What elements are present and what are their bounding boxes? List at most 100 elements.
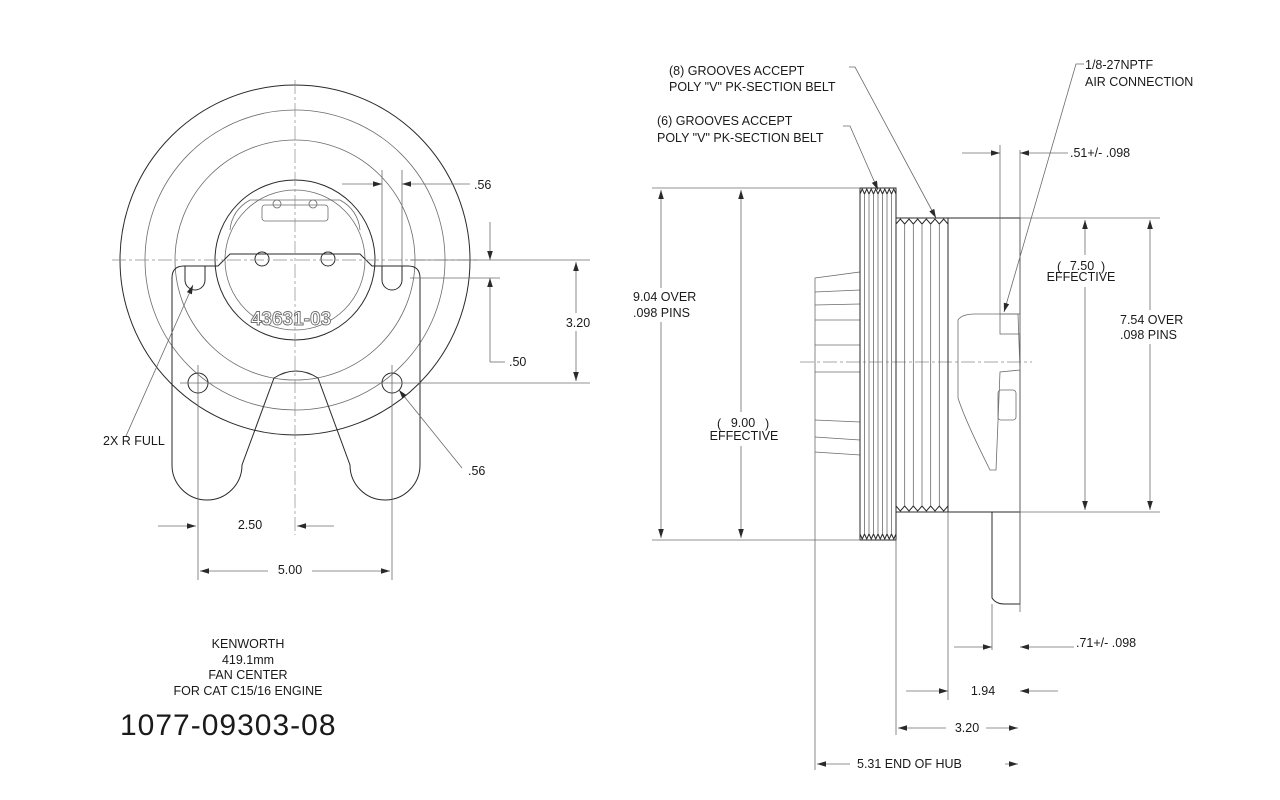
groove-tooth xyxy=(877,187,883,195)
dim-right-eff-label: EFFECTIVE xyxy=(1047,270,1116,284)
callout-six-grooves-line2: POLY "V" PK-SECTION BELT xyxy=(657,131,824,145)
dim-right-over-line2: .098 PINS xyxy=(1120,328,1177,342)
title-block: KENWORTH 419.1mm FAN CENTER FOR CAT C15/… xyxy=(120,637,337,742)
dim-slot-depth: .50 xyxy=(509,355,526,369)
dim-width-mask xyxy=(268,561,312,579)
groove-tooth xyxy=(938,505,949,512)
groove-tooth xyxy=(864,187,870,195)
callout-air-line2: AIR CONNECTION xyxy=(1085,75,1193,89)
pulley-eight-grooves xyxy=(859,187,897,541)
groove-tooth xyxy=(886,187,892,195)
groove-tooth xyxy=(891,187,897,195)
groove-tooth xyxy=(895,505,906,512)
groove-tooth xyxy=(938,218,949,225)
groove-tooth xyxy=(930,505,940,512)
groove-tooth xyxy=(930,218,940,225)
groove-tooth xyxy=(904,218,914,225)
callout-eight-grooves-line1: (8) GROOVES ACCEPT xyxy=(669,64,805,78)
title-line-size: 419.1mm xyxy=(222,653,274,667)
dim-hub-width-mask xyxy=(946,719,986,737)
dim-right-eff-paren-open: ( xyxy=(1057,260,1062,274)
dim-left-eff-mask xyxy=(703,412,783,446)
groove-tooth xyxy=(873,533,879,541)
dim-left-over-line2: .098 PINS xyxy=(633,306,690,320)
groove-tooth xyxy=(912,218,923,225)
groove-tooth xyxy=(868,533,874,541)
dim-right-eff-paren-close: ) xyxy=(1101,260,1105,274)
hub-small-hole-left xyxy=(272,199,282,209)
dim-left-eff-paren-close: ) xyxy=(765,417,769,431)
dim-bottom-offset: .71+/- .098 xyxy=(1076,636,1136,650)
groove-tooth xyxy=(882,187,888,195)
groove-tooth xyxy=(904,505,914,512)
title-line-type: FAN CENTER xyxy=(208,668,287,682)
groove-tooth xyxy=(891,533,897,541)
piston-window xyxy=(997,389,1017,421)
dim-left-over-line1: 9.04 OVER xyxy=(633,290,696,304)
dim-end-of-hub-mask xyxy=(850,754,1005,772)
callout-eight-grooves-line2: POLY "V" PK-SECTION BELT xyxy=(669,80,836,94)
air-fitting xyxy=(999,313,1021,335)
part-number: 1077-09303-08 xyxy=(120,709,337,742)
dim-hole: .56 xyxy=(468,464,485,478)
groove-tooth xyxy=(921,505,932,512)
callout-eight-grooves-leader xyxy=(849,66,937,219)
callout-air-line1: 1/8-27NPTF xyxy=(1085,58,1153,72)
dim-right-over-mask xyxy=(1112,310,1194,344)
callout-air-leader xyxy=(1003,63,1084,313)
dim-height-mask xyxy=(560,313,596,331)
groove-tooth xyxy=(859,187,865,195)
dim-right-eff-value: 7.50 xyxy=(1070,259,1094,273)
dim-left-over-mask xyxy=(628,288,704,322)
dim-hole-leader xyxy=(398,389,463,469)
dim-radius-leader xyxy=(125,284,194,437)
dim-top-offset: .51+/- .098 xyxy=(1070,146,1130,160)
groove-tooth xyxy=(864,533,870,541)
side-view: (8) GROOVES ACCEPT POLY "V" PK-SECTION B… xyxy=(628,58,1194,772)
fan-mount-rib xyxy=(814,436,861,441)
dim-width: 5.00 xyxy=(278,563,302,577)
groove-tooth xyxy=(868,187,874,195)
dim-radius-note: 2X R FULL xyxy=(103,434,165,448)
dim-hub-width: 3.20 xyxy=(955,721,979,735)
dim-left-eff-label: EFFECTIVE xyxy=(710,429,779,443)
dim-slot-width: .56 xyxy=(474,178,491,192)
hub-nose xyxy=(991,512,1021,605)
groove-tooth xyxy=(895,218,906,225)
fan-mount-rib xyxy=(814,289,861,293)
callout-six-grooves-line1: (6) GROOVES ACCEPT xyxy=(657,114,793,128)
groove-tooth xyxy=(877,533,883,541)
hub-small-hole-right xyxy=(308,199,318,209)
bracket-hole-small-right xyxy=(320,251,336,267)
pulley-six-grooves xyxy=(895,218,949,512)
front-view: 43631-03 .56 .50 3.20 .56 2X R FULL 2.50… xyxy=(103,80,596,580)
fan-mount-flange xyxy=(814,271,861,456)
dim-height: 3.20 xyxy=(566,316,590,330)
part-stamp: 43631-03 xyxy=(251,309,331,330)
dim-right-eff-mask xyxy=(1040,255,1122,287)
title-line-brand: KENWORTH xyxy=(212,637,285,651)
dim-left-eff-value: 9.00 xyxy=(731,416,755,430)
fan-mount-rib xyxy=(814,303,861,306)
dim-left-eff-paren-open: ( xyxy=(717,417,722,431)
title-line-engine: FOR CAT C15/16 ENGINE xyxy=(174,684,323,698)
mounting-bracket xyxy=(171,253,421,501)
groove-tooth xyxy=(912,505,923,512)
groove-tooth xyxy=(886,533,892,541)
dim-half-width: 2.50 xyxy=(238,518,262,532)
callout-six-grooves-leader xyxy=(843,125,879,191)
bracket-hole-small-left xyxy=(254,251,270,267)
air-piston xyxy=(957,313,1021,471)
clutch-hub-body xyxy=(947,217,1021,513)
groove-tooth xyxy=(859,533,865,541)
dim-end-of-hub: 5.31 END OF HUB xyxy=(857,757,962,771)
dim-groove-width: 1.94 xyxy=(971,684,995,698)
bracket-slot-left xyxy=(184,266,206,291)
groove-tooth xyxy=(882,533,888,541)
dim-right-over-line1: 7.54 OVER xyxy=(1120,313,1183,327)
groove-tooth xyxy=(921,218,932,225)
groove-tooth xyxy=(873,187,879,195)
bracket-slot-right xyxy=(381,266,403,291)
fan-mount-rib xyxy=(814,419,861,423)
